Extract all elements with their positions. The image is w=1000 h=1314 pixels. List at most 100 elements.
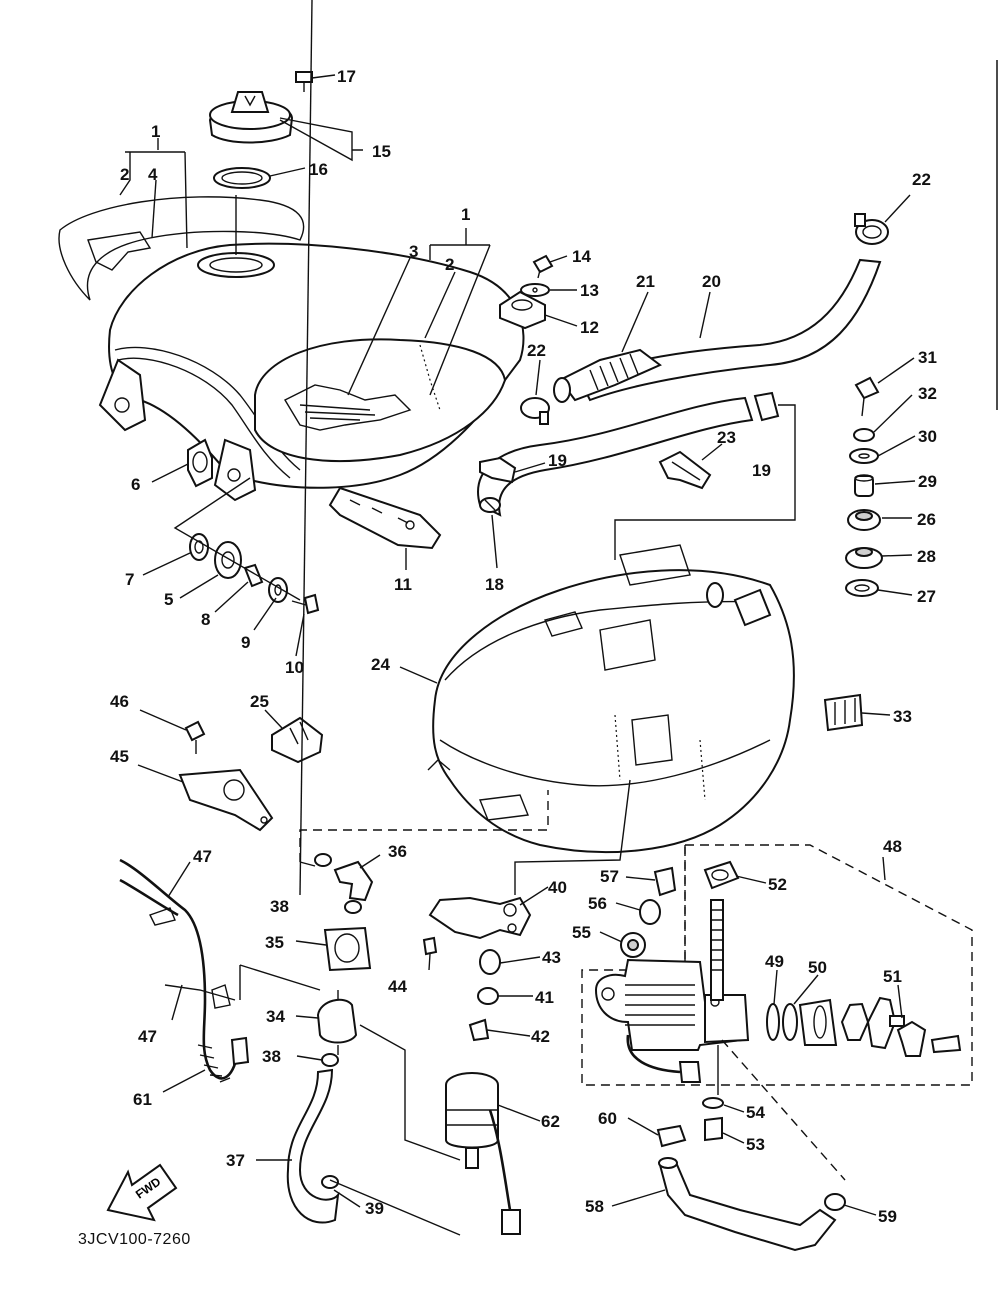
holder-35 — [323, 926, 372, 972]
label-p36: 36 — [388, 842, 407, 861]
fuel-cock-wire — [626, 1034, 702, 1083]
label-p43: 43 — [542, 948, 561, 967]
elbow-51 — [889, 1015, 927, 1057]
holder-23 — [658, 450, 712, 490]
washer-13 — [520, 283, 550, 297]
label-p13: 13 — [580, 281, 599, 300]
label-p50: 50 — [808, 958, 827, 977]
leader-line-filter-pump — [239, 964, 461, 1161]
label-p9: 9 — [241, 633, 250, 652]
damper-43 — [479, 949, 501, 975]
label-p60: 60 — [598, 1109, 617, 1128]
label-p62: 62 — [541, 1112, 560, 1131]
label-p23: 23 — [717, 428, 736, 447]
label-p15: 15 — [372, 142, 391, 161]
diagram-code: 3JCV100-7260 — [78, 1231, 191, 1248]
damper-25 — [271, 716, 324, 764]
label-p35: 35 — [265, 933, 284, 952]
bolt-57 — [653, 866, 677, 897]
leader-line-bracket-6-10 — [173, 477, 301, 601]
corrugated-tube-61 — [197, 1044, 231, 1083]
label-p39: 39 — [365, 1199, 384, 1218]
washer-30 — [849, 448, 879, 464]
label-p47b: 47 — [138, 1027, 157, 1046]
label-p7: 7 — [125, 570, 134, 589]
damper-28 — [845, 547, 883, 569]
label-p48: 48 — [883, 837, 902, 856]
gasket-52 — [703, 860, 740, 890]
damper-26 — [847, 509, 881, 531]
wire-harness-47 — [119, 858, 250, 1080]
tank-filler-hole — [197, 195, 275, 278]
label-p49: 49 — [765, 952, 784, 971]
o-ring-50 — [782, 1003, 798, 1041]
damper-12 — [499, 290, 546, 330]
label-p27: 27 — [917, 587, 936, 606]
label-p26: 26 — [917, 510, 936, 529]
label-p24: 24 — [371, 655, 390, 674]
fuel-tank-24 — [427, 544, 795, 853]
clip-33 — [823, 693, 864, 732]
label-p55: 55 — [572, 923, 591, 942]
label-p22a: 22 — [912, 170, 931, 189]
clip-38-bottom — [321, 1053, 339, 1067]
label-p38a: 38 — [270, 897, 289, 916]
label-p38b: 38 — [262, 1047, 281, 1066]
o-ring-49 — [766, 1003, 780, 1041]
label-p52: 52 — [768, 875, 787, 894]
label-p56: 56 — [588, 894, 607, 913]
label-p51: 51 — [883, 967, 902, 986]
label-p4: 4 — [148, 165, 158, 184]
bolt-44 — [422, 936, 438, 956]
label-p22b: 22 — [527, 341, 546, 360]
label-p1b: 1 — [461, 205, 470, 224]
label-p12: 12 — [580, 318, 599, 337]
forward-arrow-icon: FWD — [106, 1163, 178, 1222]
label-p28: 28 — [917, 547, 936, 566]
filler-hose-21 — [553, 348, 662, 403]
label-p5: 5 — [164, 590, 173, 609]
tank-emblem-left — [58, 196, 305, 301]
label-p31: 31 — [918, 348, 937, 367]
washer-54 — [702, 1097, 724, 1109]
label-p59: 59 — [878, 1207, 897, 1226]
label-p1a: 1 — [151, 122, 160, 141]
collar-56 — [639, 899, 661, 925]
label-p41: 41 — [535, 988, 554, 1007]
label-p8: 8 — [201, 610, 210, 629]
washer-27 — [845, 579, 879, 597]
tank-emblem-right — [254, 338, 507, 463]
fuel-hose-58 — [658, 1157, 837, 1252]
label-p54: 54 — [746, 1103, 765, 1122]
label-p20: 20 — [702, 272, 721, 291]
diaphragm — [840, 1002, 870, 1041]
fuel-pump-62 — [445, 1072, 521, 1235]
leader-line-cock-to-59-dashed — [721, 1039, 846, 1181]
clip-19-left — [479, 456, 517, 484]
label-p42: 42 — [531, 1027, 550, 1046]
fuel-hose-37 — [286, 1068, 340, 1224]
bracket-11 — [328, 486, 442, 550]
part-labels: 1 2 4 17 15 16 1 3 2 14 13 12 21 20 22 2… — [110, 67, 937, 1226]
label-p40: 40 — [548, 878, 567, 897]
label-p25: 25 — [250, 692, 269, 711]
washer-9 — [268, 577, 288, 603]
screw — [930, 1034, 962, 1054]
label-p19b: 19 — [752, 461, 771, 480]
label-p6: 6 — [131, 475, 140, 494]
label-p45: 45 — [110, 747, 129, 766]
label-p32: 32 — [918, 384, 937, 403]
label-p29: 29 — [918, 472, 937, 491]
leader-line-hose-pump — [329, 1179, 461, 1236]
leader-line-36-38 — [299, 861, 316, 867]
label-leader-lines — [119, 0, 916, 1216]
label-p34: 34 — [266, 1007, 285, 1026]
label-p14: 14 — [572, 247, 591, 266]
clip-60 — [656, 1124, 687, 1148]
label-p2b: 2 — [445, 255, 454, 274]
strainer-pipe — [710, 899, 724, 1001]
bolt-46 — [184, 720, 206, 754]
clip-59 — [824, 1193, 846, 1211]
fuel-filter-34 — [316, 990, 358, 1055]
washer-32 — [853, 428, 875, 442]
